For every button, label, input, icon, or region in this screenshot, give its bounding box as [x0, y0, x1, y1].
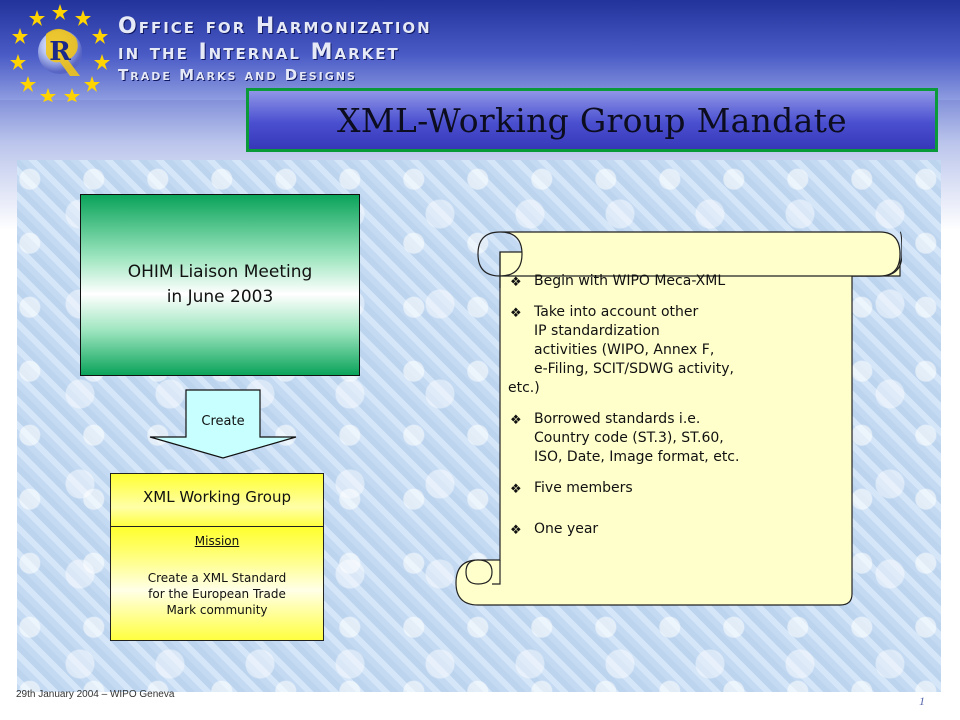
footer-text: 29th January 2004 – WIPO Geneva: [16, 689, 175, 700]
list-item: ❖ Borrowed standards i.e. Country code (…: [508, 410, 848, 467]
diamond-flower-icon: ❖: [510, 306, 522, 321]
org-line-2: in the Internal Market: [118, 40, 400, 65]
list-item: ❖ Begin with WIPO Meca-XML: [508, 272, 848, 291]
diamond-flower-icon: ❖: [510, 413, 522, 428]
bullet-text: Five members: [534, 480, 633, 496]
header-band: [0, 0, 960, 100]
bullet-text: Take into account other: [534, 304, 699, 320]
bullet-text: Borrowed standards i.e.: [534, 411, 701, 427]
bullet-text: ISO, Date, Image format, etc.: [534, 449, 740, 465]
arrow-label: Create: [201, 414, 245, 429]
meeting-line-2: in June 2003: [166, 287, 274, 307]
diamond-flower-icon: ❖: [510, 275, 522, 290]
list-item: ❖ Take into account other IP standardiza…: [508, 303, 848, 398]
bullet-text: Begin with WIPO Meca-XML: [534, 273, 726, 289]
mission-label: Mission: [194, 534, 240, 548]
diamond-flower-icon: ❖: [510, 523, 522, 538]
list-item: ❖ One year: [508, 520, 848, 539]
mission-line-2: for the European Trade: [148, 587, 286, 601]
meeting-box: OHIM Liaison Meeting in June 2003: [80, 194, 360, 376]
page-title: XML-Working Group Mandate: [337, 100, 847, 140]
scroll-shape: [455, 231, 902, 606]
org-line-1: Office for Harmonization: [118, 14, 432, 39]
org-line-3: Trade Marks and Designs: [118, 66, 357, 84]
bullet-text: IP standardization: [534, 323, 660, 339]
diamond-flower-icon: ❖: [510, 482, 522, 497]
mission-line-3: Mark community: [166, 603, 268, 617]
down-arrow-icon: [149, 389, 297, 459]
mission-description: Create a XML Standard for the European T…: [117, 570, 317, 618]
logo-letter: R: [49, 37, 71, 67]
mission-line-1: Create a XML Standard: [147, 571, 287, 585]
bullet-text: e-Filing, SCIT/SDWG activity,: [534, 361, 734, 377]
working-group-box: XML Working Group Mission Create a XML S…: [110, 473, 324, 641]
page-number: 1: [919, 694, 925, 708]
meeting-line-1: OHIM Liaison Meeting: [127, 262, 313, 282]
working-group-title: XML Working Group: [143, 488, 291, 506]
working-group-divider: [111, 526, 323, 527]
title-box: XML-Working Group Mandate: [246, 88, 938, 152]
eu-stars-logo: R: [10, 4, 110, 102]
bullet-text: activities (WIPO, Annex F,: [534, 342, 715, 358]
list-item: ❖ Five members: [508, 479, 848, 498]
bullet-text: One year: [534, 521, 599, 537]
bullet-text: etc.): [508, 380, 540, 396]
bullet-text: Country code (ST.3), ST.60,: [534, 430, 724, 446]
scroll-content: ❖ Begin with WIPO Meca-XML ❖ Take into a…: [508, 272, 848, 551]
